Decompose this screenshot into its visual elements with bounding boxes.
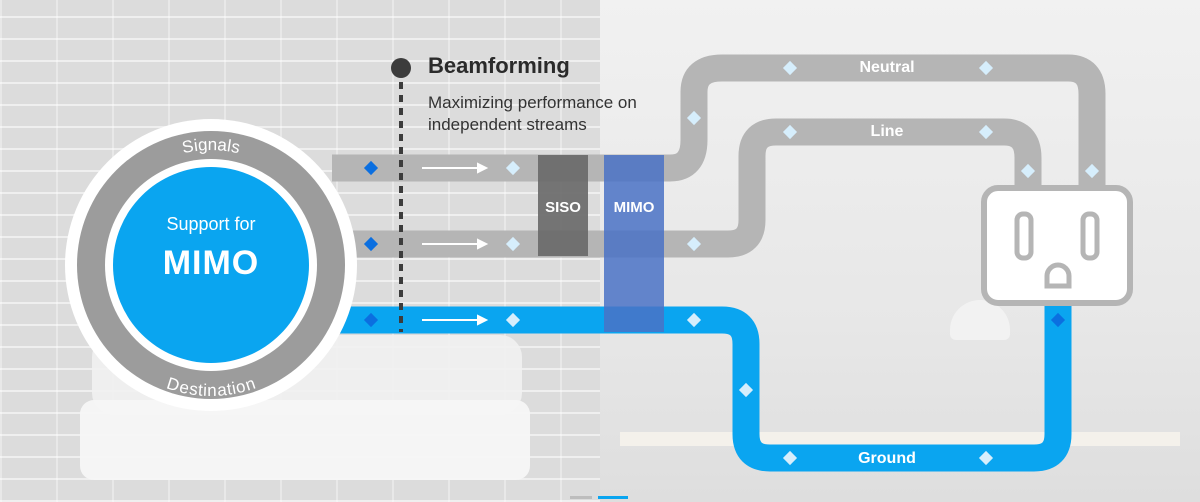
carousel-indicator-active: [598, 496, 628, 499]
diamond-marker-icon: [686, 236, 702, 252]
siso-box: [538, 155, 588, 256]
diamond-marker-icon: [686, 110, 702, 126]
sofa-seat-decoration: [80, 400, 530, 480]
mimo-core: [113, 167, 309, 363]
bullet-dot-icon: [391, 58, 411, 78]
right-arrow-icon: [422, 238, 489, 250]
diamond-marker-icon: [505, 236, 521, 252]
lamp-decoration: [950, 300, 1010, 340]
pipe-markers: [505, 60, 1100, 466]
diamond-marker-icon: [978, 60, 994, 76]
diamond-marker-icon: [782, 124, 798, 140]
diamond-marker-icon: [505, 312, 521, 328]
diamond-marker-icon: [686, 312, 702, 328]
diamond-marker-icon: [782, 60, 798, 76]
diamond-marker-icon: [978, 124, 994, 140]
diamond-marker-icon: [978, 450, 994, 466]
diamond-marker-icon: [505, 160, 521, 176]
right-arrow-icon: [422, 314, 489, 326]
diamond-marker-icon: [363, 160, 379, 176]
diamond-marker-icon: [1050, 312, 1066, 328]
diamond-marker-icon: [1020, 163, 1036, 179]
diamond-marker-icon: [363, 312, 379, 328]
mimo-box: [604, 155, 664, 332]
diamond-marker-icon: [782, 450, 798, 466]
ground-pipe: [332, 300, 1072, 472]
diamond-marker-icon: [1084, 163, 1100, 179]
diamond-marker-icon: [738, 382, 754, 398]
power-outlet-icon: [981, 185, 1133, 306]
carousel-indicator: [570, 496, 592, 499]
right-arrow-icon: [422, 162, 489, 174]
neutral-pipe: [332, 54, 1106, 192]
diamond-marker-icon: [363, 236, 379, 252]
line-pipe: [332, 118, 1042, 258]
